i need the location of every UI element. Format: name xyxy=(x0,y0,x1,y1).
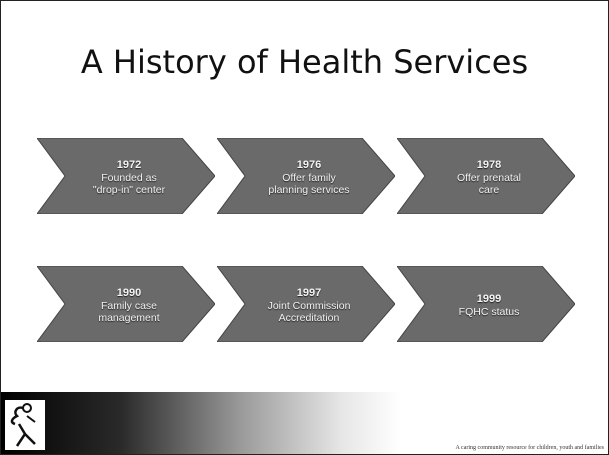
milestone-year: 1990 xyxy=(116,286,142,299)
milestone-year: 1976 xyxy=(296,158,322,171)
milestone-text-line-2: planning services xyxy=(268,183,350,196)
milestone-1997: 1997 Joint Commission Accreditation xyxy=(217,266,395,342)
milestone-text-line-2: care xyxy=(478,183,500,196)
slide-title: A History of Health Services xyxy=(80,43,529,81)
chevron-arrow-shape xyxy=(37,138,215,214)
milestone-text-line-1: Joint Commission xyxy=(267,299,351,312)
milestone-1978: 1978 Offer prenatal care xyxy=(397,138,575,214)
chevron-arrow-shape xyxy=(37,266,215,342)
milestone-text-line-2: "drop-in" center xyxy=(92,183,166,196)
chevron-arrow-shape xyxy=(397,266,575,342)
milestone-1990: 1990 Family case management xyxy=(37,266,215,342)
chevron-arrow-shape xyxy=(397,138,575,214)
milestone-year: 1972 xyxy=(116,158,142,171)
milestone-text-line-2: management xyxy=(98,311,160,324)
footer-tagline: A caring community resource for children… xyxy=(455,445,604,451)
milestone-text-line-1: FQHC status xyxy=(458,305,520,318)
chevron-arrow-shape xyxy=(217,138,395,214)
milestone-1999: 1999 FQHC status xyxy=(397,266,575,342)
milestone-text-line-1: Offer family xyxy=(282,171,336,184)
figure-logo-icon xyxy=(10,403,36,447)
milestone-1976: 1976 Offer family planning services xyxy=(217,138,395,214)
milestone-text-line-2: Accreditation xyxy=(278,311,340,324)
milestone-text-line-1: Offer prenatal xyxy=(456,171,521,184)
organization-logo xyxy=(5,400,45,450)
footer-gradient-band xyxy=(1,392,401,454)
milestone-1972: 1972 Founded as "drop-in" center xyxy=(37,138,215,214)
milestone-text-line-1: Family case xyxy=(100,299,157,312)
milestone-year: 1978 xyxy=(476,158,502,171)
milestone-year: 1997 xyxy=(296,286,322,299)
chevron-arrow-shape xyxy=(217,266,395,342)
milestone-year: 1999 xyxy=(476,292,502,305)
milestone-text-line-1: Founded as xyxy=(101,171,157,184)
